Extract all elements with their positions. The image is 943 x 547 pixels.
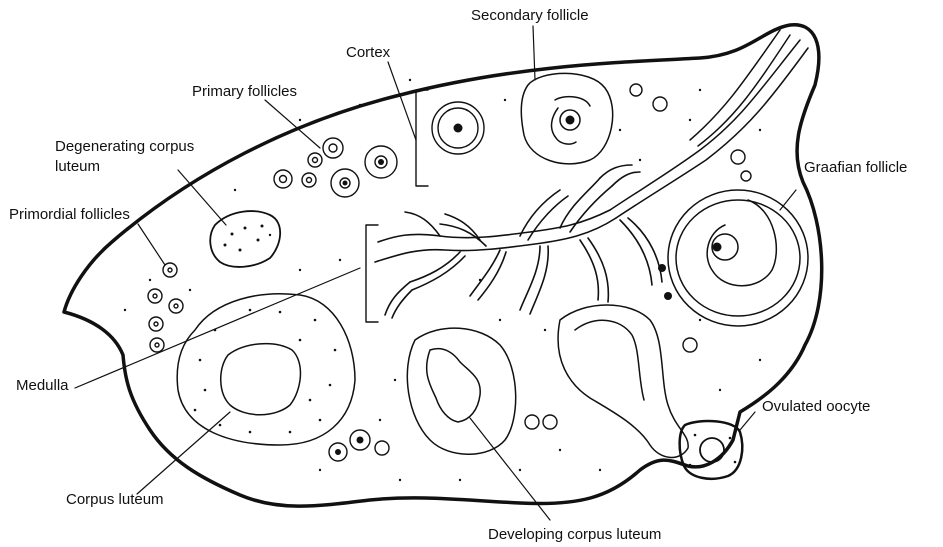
- label-medulla: Medulla: [16, 377, 69, 394]
- medulla-vessels: [375, 165, 662, 318]
- oviduct-tube-2: [616, 48, 808, 218]
- corpus-luteum: [177, 294, 355, 445]
- label-cortex: Cortex: [346, 44, 390, 61]
- label-ovulated-oocyte: Ovulated oocyte: [762, 398, 870, 415]
- label-graafian-follicle: Graafian follicle: [804, 159, 907, 176]
- oviduct-tube-1: [610, 40, 800, 210]
- medulla-bracket: [366, 225, 378, 322]
- developing-corpus-luteum: [407, 328, 515, 454]
- label-developing-corpus-luteum: Developing corpus luteum: [488, 526, 661, 543]
- label-primordial-follicles: Primordial follicles: [9, 206, 130, 223]
- ovulated-oocyte: [680, 421, 743, 479]
- oviduct-tube-3: [690, 30, 780, 140]
- primary-follicles: [274, 102, 484, 197]
- cortex-bracket: [416, 90, 428, 186]
- label-degenerating-corpus-luteum-1: Degenerating corpus: [55, 138, 194, 155]
- collapsed-follicle: [558, 305, 688, 457]
- label-primary-follicles: Primary follicles: [192, 83, 297, 100]
- graafian-follicle: [668, 190, 808, 326]
- label-degenerating-corpus-luteum-2: luteum: [55, 158, 100, 175]
- label-secondary-follicle: Secondary follicle: [471, 7, 589, 24]
- label-corpus-luteum: Corpus luteum: [66, 491, 164, 508]
